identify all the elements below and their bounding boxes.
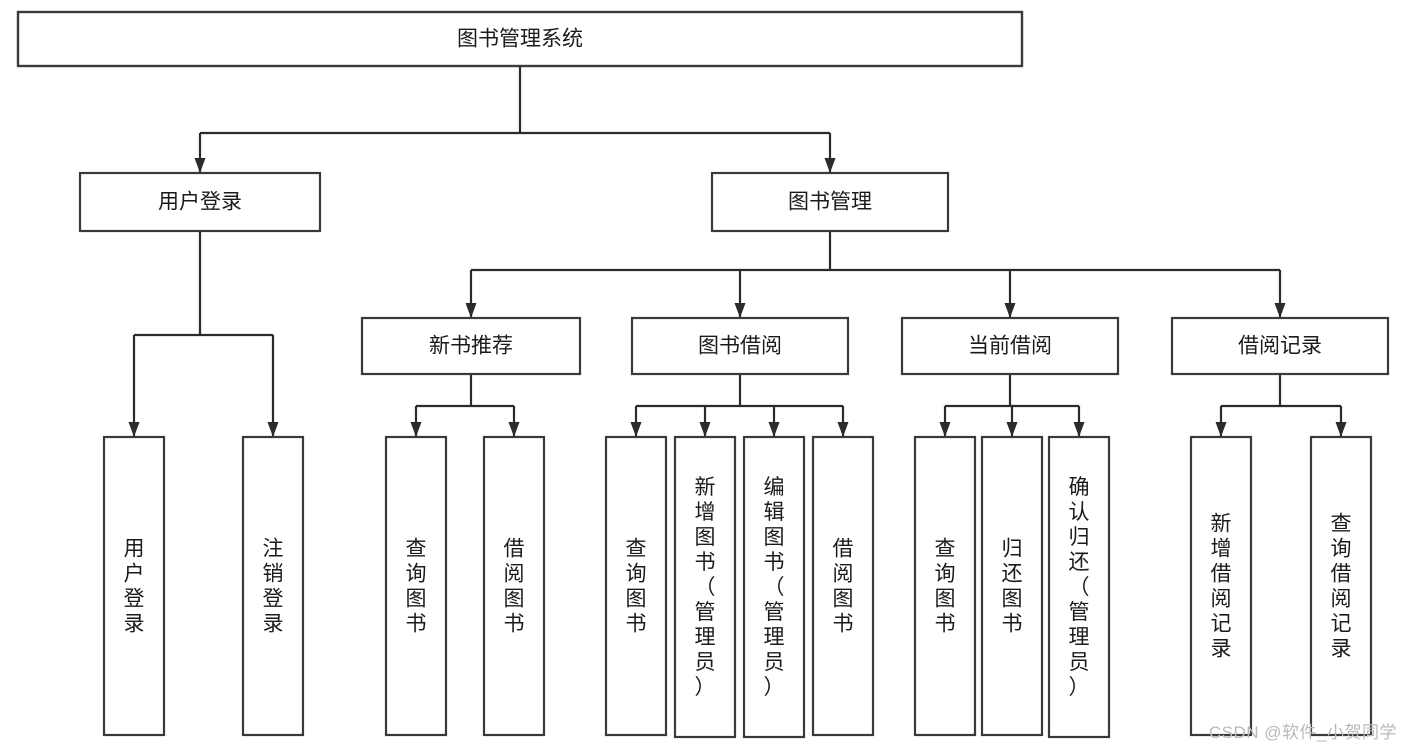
node-cur-query-book[interactable]: 查询图书: [913, 435, 977, 737]
arrow-head-icon: [1073, 422, 1085, 437]
edge-group-current-borrow: [939, 374, 1085, 437]
node-root[interactable]: 图书管理系统: [16, 10, 1024, 68]
node-borrow-record[interactable]: 借阅记录: [1170, 316, 1390, 376]
node-box: [913, 435, 977, 737]
arrow-head-icon: [837, 422, 849, 437]
node-rec-query-book[interactable]: 查询图书: [384, 435, 448, 737]
node-box: [673, 435, 737, 739]
node-label: 编辑图书（管理员）: [764, 476, 785, 699]
node-label: 新增图书（管理员）: [695, 476, 716, 699]
node-user-logout-action[interactable]: 注销登录: [241, 435, 305, 737]
arrow-head-icon: [768, 422, 780, 437]
node-user-login-action[interactable]: 用户登录: [102, 435, 166, 737]
node-label: 图书借阅: [698, 335, 782, 358]
node-label: 用户登录: [124, 538, 145, 636]
edge-group-user-login: [128, 231, 279, 437]
arrow-head-icon: [824, 158, 836, 173]
node-label: 查询图书: [626, 538, 647, 636]
arrow-head-icon: [410, 422, 422, 437]
node-box: [710, 171, 950, 233]
arrow-head-icon: [1004, 303, 1016, 318]
node-current-borrow[interactable]: 当前借阅: [900, 316, 1120, 376]
node-box: [102, 435, 166, 737]
node-label: 查询图书: [935, 538, 956, 636]
node-borrow-edit-book[interactable]: 编辑图书（管理员）: [742, 435, 806, 739]
arrow-head-icon: [1274, 303, 1286, 318]
node-box: [1047, 435, 1111, 739]
node-label: 图书管理系统: [457, 28, 583, 51]
edge-group-borrow-record: [1215, 374, 1347, 437]
node-book-manage[interactable]: 图书管理: [710, 171, 950, 233]
arrow-head-icon: [465, 303, 477, 318]
node-borrow-borrow-book[interactable]: 借阅图书: [811, 435, 875, 737]
connector-layer: [128, 66, 1347, 437]
node-user-login[interactable]: 用户登录: [78, 171, 322, 233]
node-rec-add-record[interactable]: 新增借阅记录: [1189, 435, 1253, 737]
node-label: 借阅图书: [504, 538, 525, 636]
node-box: [1189, 435, 1253, 737]
node-new-book-recommend[interactable]: 新书推荐: [360, 316, 582, 376]
node-label: 借阅图书: [833, 538, 854, 636]
node-rec-query-record[interactable]: 查询借阅记录: [1309, 435, 1373, 737]
arrow-head-icon: [1335, 422, 1347, 437]
node-box: [16, 10, 1024, 68]
node-label: 当前借阅: [968, 335, 1052, 358]
edge-group-root: [194, 66, 836, 173]
arrow-head-icon: [699, 422, 711, 437]
node-box: [241, 435, 305, 737]
edge-group-book-manage: [465, 231, 1286, 318]
node-borrow-query-book[interactable]: 查询图书: [604, 435, 668, 737]
arrow-head-icon: [128, 422, 140, 437]
node-layer: 图书管理系统用户登录图书管理新书推荐图书借阅当前借阅借阅记录用户登录注销登录查询…: [16, 10, 1390, 739]
node-borrow-add-book[interactable]: 新增图书（管理员）: [673, 435, 737, 739]
csdn-watermark: CSDN @软件_小贺同学: [1208, 723, 1397, 742]
arrow-head-icon: [734, 303, 746, 318]
node-box: [980, 435, 1044, 737]
node-book-borrow[interactable]: 图书借阅: [630, 316, 850, 376]
node-label: 新书推荐: [429, 335, 513, 358]
node-box: [482, 435, 546, 737]
node-box: [630, 316, 850, 376]
arrow-head-icon: [508, 422, 520, 437]
arrow-head-icon: [1215, 422, 1227, 437]
node-box: [360, 316, 582, 376]
arrow-head-icon: [267, 422, 279, 437]
node-box: [604, 435, 668, 737]
node-box: [78, 171, 322, 233]
node-label: 借阅记录: [1238, 335, 1322, 358]
node-label: 用户登录: [158, 191, 242, 214]
node-box: [1309, 435, 1373, 737]
node-box: [900, 316, 1120, 376]
node-label: 确认归还（管理员）: [1069, 476, 1090, 699]
node-box: [384, 435, 448, 737]
node-label: 注销登录: [263, 538, 284, 636]
node-box: [1170, 316, 1390, 376]
node-label: 查询图书: [406, 538, 427, 636]
arrow-head-icon: [1006, 422, 1018, 437]
edge-group-book-borrow: [630, 374, 849, 437]
edge-group-new-book-recommend: [410, 374, 520, 437]
node-cur-return-book[interactable]: 归还图书: [980, 435, 1044, 737]
arrow-head-icon: [630, 422, 642, 437]
node-cur-confirm-return[interactable]: 确认归还（管理员）: [1047, 435, 1111, 739]
node-label: 图书管理: [788, 191, 872, 214]
node-label: 新增借阅记录: [1211, 513, 1232, 661]
arrow-head-icon: [939, 422, 951, 437]
arrow-head-icon: [194, 158, 206, 173]
node-rec-borrow-book[interactable]: 借阅图书: [482, 435, 546, 737]
node-label: 归还图书: [1002, 538, 1023, 636]
node-box: [811, 435, 875, 737]
node-label: 查询借阅记录: [1331, 513, 1352, 661]
node-box: [742, 435, 806, 739]
